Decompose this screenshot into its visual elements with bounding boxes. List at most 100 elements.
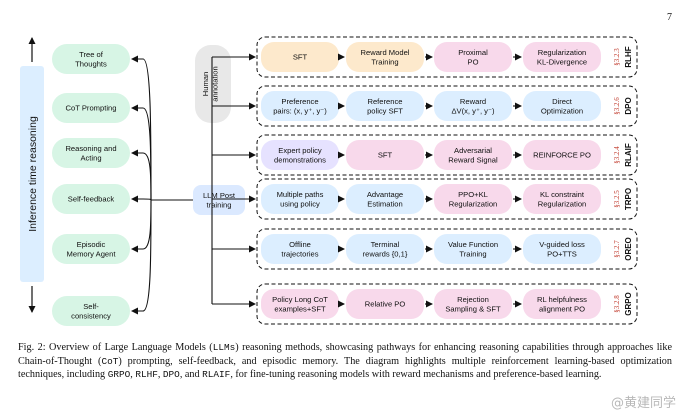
- step-label: Adversarial: [454, 146, 492, 155]
- section-ref: §3.2.6: [613, 97, 621, 115]
- step-label: SFT: [378, 151, 393, 160]
- method-label: Tree of: [79, 50, 104, 59]
- step-label: Estimation: [367, 199, 402, 208]
- method-label: Acting: [80, 153, 101, 162]
- connector-arrow: [131, 104, 152, 201]
- step-label: KL-Divergence: [537, 57, 587, 66]
- step-label: Direct: [552, 97, 573, 106]
- method-label: Memory Agent: [67, 249, 117, 258]
- step-label: RL helpfulness: [537, 295, 587, 304]
- step-label: Relative PO: [365, 300, 406, 309]
- connector-arrow: [131, 55, 152, 201]
- method-box-sc: Self-consistency: [52, 296, 130, 326]
- step-label: REINFORCE PO: [533, 151, 591, 160]
- step-label: SFT: [293, 53, 308, 62]
- step-label: KL constraint: [540, 190, 585, 199]
- step-label: demonstrations: [274, 155, 326, 164]
- connector-arrow: [131, 195, 152, 203]
- method-label: Self-feedback: [68, 195, 115, 204]
- step-box: SFT: [261, 42, 339, 72]
- section-ref: §3.2.3: [613, 48, 621, 66]
- method-box-cot: CoT Prompting: [52, 93, 130, 123]
- section-ref: §3.2.7: [613, 240, 621, 258]
- step-label: pairs: (x, y⁺, y⁻): [273, 106, 327, 115]
- step-label: policy SFT: [367, 106, 403, 115]
- step-label: Value Function: [448, 240, 498, 249]
- step-label: Training: [459, 249, 486, 258]
- human-annotation-label: Human: [201, 72, 210, 96]
- llm-post-training-label: training: [207, 200, 232, 209]
- step-label: PO: [468, 57, 479, 66]
- step-label: Regularization: [538, 199, 587, 208]
- step-label: Preference: [281, 97, 318, 106]
- method-tag: GRPO: [624, 292, 633, 316]
- step-label: Optimization: [541, 106, 583, 115]
- step-label: rewards {0,1}: [363, 249, 408, 258]
- step-label: trajectories: [281, 249, 318, 258]
- step-label: Regularization: [538, 48, 587, 57]
- step-label: Advantage: [367, 190, 403, 199]
- human-annotation-label: annotation: [211, 66, 220, 101]
- step-label: Terminal: [371, 240, 400, 249]
- method-label: Episodic: [77, 240, 106, 249]
- step-label: Reward: [460, 97, 486, 106]
- step-label: Reward Signal: [448, 155, 498, 164]
- step-label: using policy: [280, 199, 320, 208]
- step-box: Relative PO: [346, 289, 424, 319]
- connector-arrow: [131, 199, 152, 315]
- step-label: Sampling & SFT: [445, 304, 501, 313]
- step-label: Rejection: [457, 295, 489, 304]
- step-label: Reference: [367, 97, 402, 106]
- method-label: Reasoning and: [65, 144, 116, 153]
- method-label: Self-: [83, 302, 99, 311]
- method-tag: DPO: [624, 97, 633, 114]
- step-label: Policy Long CoT: [272, 295, 328, 304]
- step-label: V-guided loss: [539, 240, 585, 249]
- connector-arrow: [131, 149, 152, 201]
- watermark: @黄建同学: [610, 396, 676, 411]
- method-tag: TRPO: [624, 188, 633, 210]
- method-tag: OREO: [624, 237, 633, 261]
- step-label: PO+TTS: [547, 249, 577, 258]
- step-box: REINFORCE PO: [523, 140, 601, 170]
- step-label: Expert policy: [278, 146, 322, 155]
- step-box: SFT: [346, 140, 424, 170]
- step-label: alignment PO: [539, 304, 585, 313]
- step-label: Reward Model: [361, 48, 410, 57]
- method-tag: RLAIF: [624, 143, 633, 167]
- step-label: Multiple paths: [277, 190, 324, 199]
- step-label: examples+SFT: [274, 304, 326, 313]
- llm-post-training-label: LLM Post: [203, 191, 236, 200]
- figure-caption: Fig. 2: Overview of Large Language Model…: [18, 342, 672, 380]
- step-label: Training: [371, 57, 398, 66]
- method-label: CoT Prompting: [66, 104, 117, 113]
